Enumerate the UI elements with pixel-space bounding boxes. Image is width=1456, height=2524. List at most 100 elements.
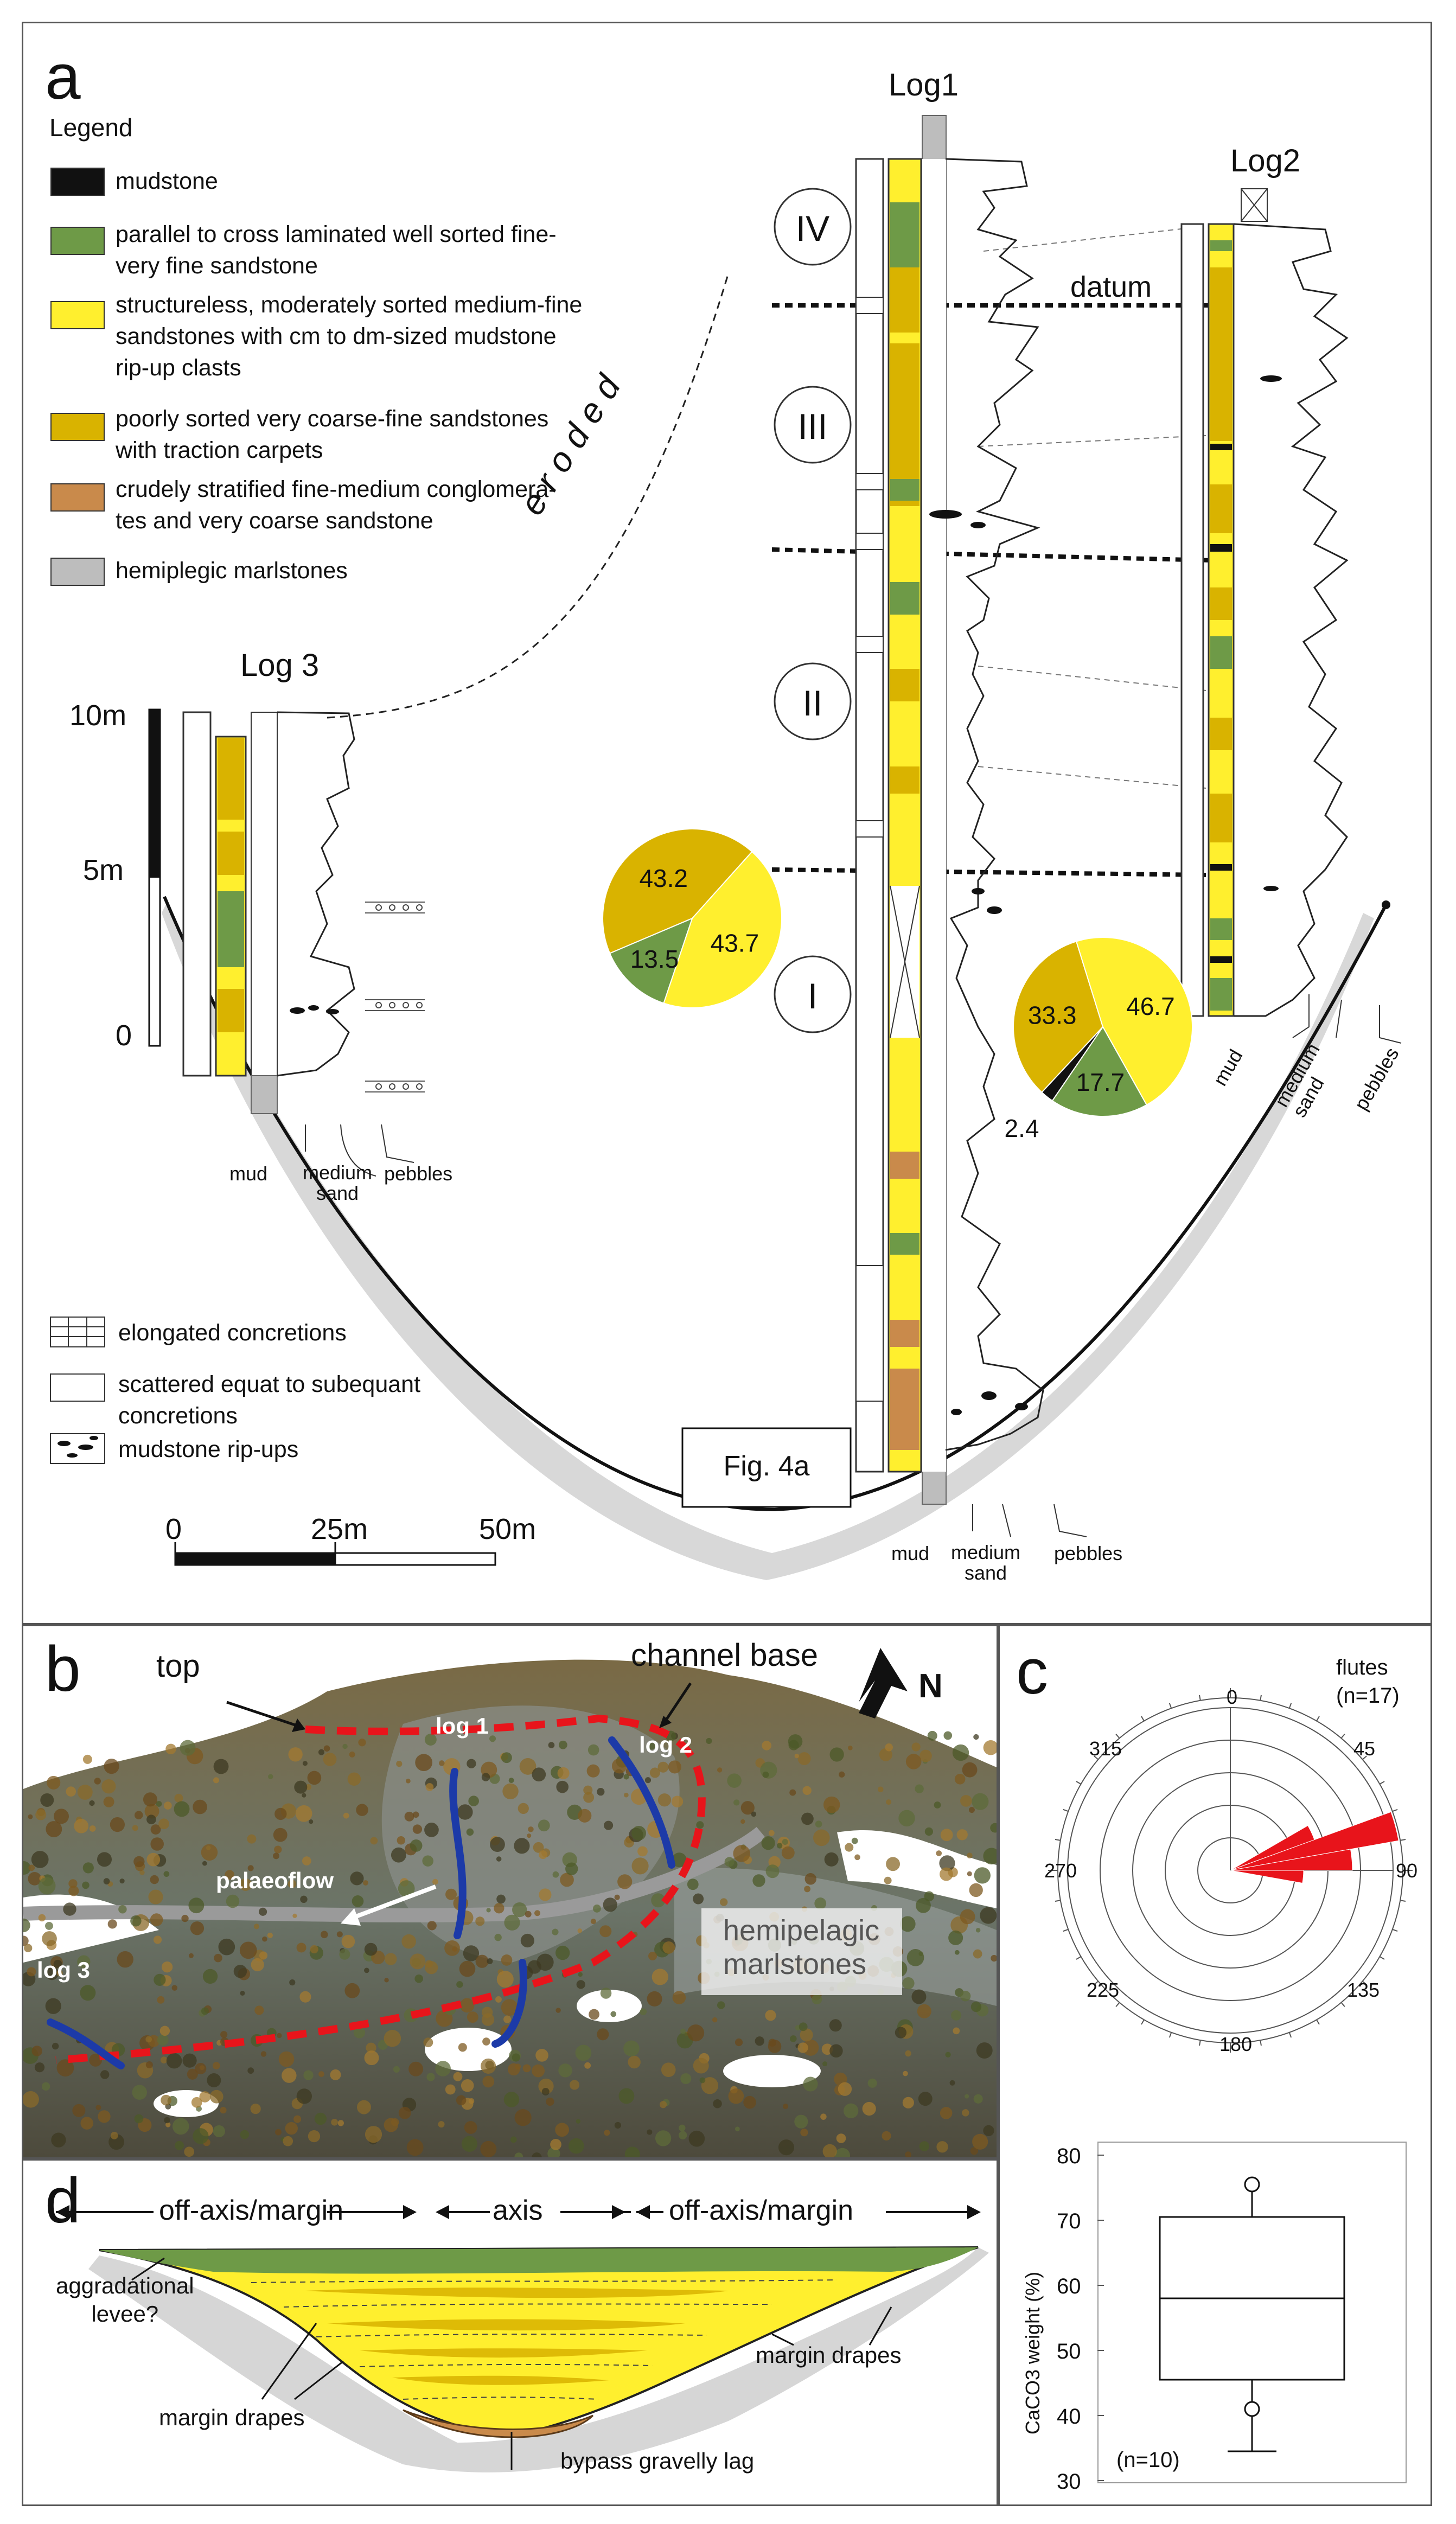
vegetation-speck	[820, 2113, 827, 2120]
vegetation-speck	[157, 2034, 169, 2046]
vegetation-speck	[199, 2091, 211, 2103]
vegetation-speck	[463, 1945, 480, 1961]
vegetation-speck	[445, 2084, 456, 2095]
vegetation-speck	[557, 1767, 570, 1779]
panel-c-label: c	[1016, 1636, 1048, 1708]
vegetation-speck	[552, 1928, 559, 1935]
vegetation-speck	[640, 2008, 647, 2016]
vegetation-speck	[23, 2091, 39, 2108]
rose-angle-180: 180	[1219, 2033, 1253, 2055]
vegetation-speck	[906, 1948, 924, 1966]
vegetation-speck	[214, 1953, 222, 1963]
vegetation-speck	[898, 1810, 915, 1827]
vegetation-speck	[649, 1767, 660, 1778]
vegetation-speck	[132, 1825, 138, 1831]
vegetation-speck	[458, 2043, 467, 2052]
log2-photo-label: log 2	[639, 1732, 693, 1758]
vegetation-speck	[104, 1759, 119, 1774]
rose-petal	[1230, 1849, 1353, 1871]
vegetation-speck	[490, 1837, 505, 1852]
vegetation-speck	[657, 1761, 669, 1773]
vegetation-speck	[212, 2062, 220, 2069]
vegetation-speck	[182, 2053, 197, 2068]
vegetation-speck	[799, 2022, 808, 2031]
pie-slice	[1013, 941, 1104, 1094]
vegetation-speck	[623, 2040, 640, 2057]
vegetation-speck	[220, 2107, 227, 2114]
vegetation-speck	[556, 1780, 569, 1793]
vegetation-speck	[307, 1771, 322, 1785]
hemipelagic-label: hemipelagic marlstones	[723, 1914, 880, 1980]
vegetation-speck	[539, 1850, 548, 1860]
legend-swatch-poorly-sorted	[50, 413, 105, 441]
vegetation-speck	[349, 1751, 355, 1758]
vegetation-speck	[489, 1735, 496, 1742]
pie-slice	[609, 917, 693, 1004]
log3-pebbles-label: pebbles	[384, 1162, 453, 1185]
vegetation-speck	[52, 2042, 59, 2050]
vegetation-speck	[765, 1864, 780, 1878]
vegetation-speck	[956, 1829, 968, 1841]
vegetation-speck	[144, 1804, 159, 1819]
vegetation-speck	[456, 2095, 467, 2106]
vegetation-speck	[253, 1924, 260, 1929]
vegetation-speck	[578, 1809, 592, 1823]
vegetation-speck	[308, 2130, 321, 2143]
vegetation-speck	[788, 1734, 803, 1749]
vegetation-speck	[358, 1739, 366, 1747]
log3-sand-label: medium sand	[303, 1161, 373, 1204]
vegetation-speck	[425, 1960, 433, 1968]
rose-angle-270: 270	[1044, 1860, 1077, 1882]
vegetation-speck	[487, 1958, 493, 1965]
vegetation-speck	[720, 1898, 728, 1906]
vegetation-speck	[577, 1928, 583, 1933]
vegetation-speck	[975, 1928, 981, 1933]
vegetation-speck	[94, 1778, 101, 1785]
vegetation-speck	[461, 2136, 478, 2152]
vegetation-speck	[743, 2095, 756, 2109]
vegetation-speck	[611, 1758, 627, 1774]
vegetation-speck	[974, 1867, 991, 1884]
vegetation-speck	[370, 1837, 378, 1845]
log2-profile	[1234, 223, 1349, 1017]
vegetation-speck	[584, 2062, 591, 2069]
vegetation-speck	[494, 1903, 505, 1914]
vegetation-speck	[535, 2049, 548, 2062]
log1-pebbles-label: pebbles	[1054, 1542, 1123, 1564]
vegetation-speck	[829, 1747, 844, 1762]
vegetation-speck	[23, 1918, 30, 1933]
vegetation-speck	[191, 2097, 202, 2108]
vegetation-speck	[945, 2052, 951, 2057]
vegetation-speck	[251, 1958, 264, 1972]
vegetation-speck	[812, 1994, 822, 2004]
vegetation-speck	[467, 1759, 476, 1768]
vegetation-speck	[146, 1814, 156, 1825]
vegetation-speck	[847, 1745, 853, 1750]
legend-swatch-laminated	[50, 227, 105, 255]
vegetation-speck	[481, 2013, 495, 2026]
vegetation-speck	[339, 1948, 350, 1960]
vegetation-speck	[63, 1902, 76, 1916]
vegetation-speck	[300, 1895, 308, 1903]
vegetation-speck	[735, 2126, 740, 2132]
vegetation-speck	[512, 1902, 527, 1918]
vegetation-speck	[948, 1930, 963, 1945]
vegetation-speck	[973, 1734, 979, 1740]
vegetation-speck	[862, 2101, 876, 2116]
vegetation-speck	[273, 1827, 288, 1842]
vegetation-speck	[302, 1856, 311, 1866]
log1-column	[887, 158, 922, 1473]
vegetation-speck	[100, 2070, 110, 2079]
equant-concretion-icon	[50, 1373, 105, 1402]
vegetation-speck	[760, 1761, 777, 1779]
vegetation-speck	[916, 1897, 931, 1913]
log3-mud-label: mud	[229, 1162, 268, 1185]
vegetation-speck	[752, 1874, 765, 1887]
vegetation-speck	[110, 2132, 118, 2139]
box-outlier	[1244, 2176, 1260, 2193]
vegetation-speck	[768, 2039, 776, 2047]
axis-label: axis	[493, 2195, 543, 2226]
vegetation-speck	[283, 2136, 293, 2146]
vegetation-speck	[464, 2121, 477, 2134]
